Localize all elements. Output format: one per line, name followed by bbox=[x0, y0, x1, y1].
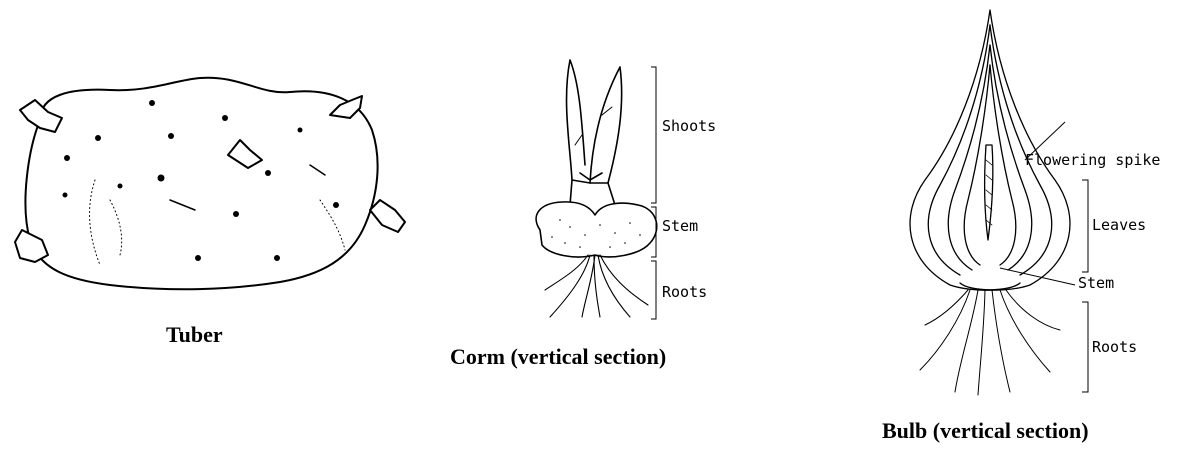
corm-label-shoots: Shoots bbox=[662, 117, 716, 135]
bulb-illustration: Flowering spike Leaves Stem Roots bbox=[860, 0, 1191, 400]
corm-label-roots: Roots bbox=[662, 283, 707, 301]
corm-panel: Shoots Stem Roots Corm (vertical section… bbox=[440, 0, 810, 449]
tuber-caption: Tuber bbox=[166, 322, 223, 348]
bulb-label-roots: Roots bbox=[1092, 338, 1137, 356]
tuber-illustration bbox=[0, 0, 420, 300]
corm-label-stem: Stem bbox=[662, 217, 698, 235]
corm-illustration: Shoots Stem Roots bbox=[490, 55, 820, 385]
tuber-panel: Tuber bbox=[0, 0, 420, 449]
bulb-label-flowering-spike: Flowering spike bbox=[1025, 151, 1160, 169]
bulb-label-leaves: Leaves bbox=[1092, 216, 1146, 234]
corm-caption: Corm (vertical section) bbox=[450, 344, 666, 370]
bulb-label-stem: Stem bbox=[1078, 274, 1114, 292]
bulb-caption: Bulb (vertical section) bbox=[882, 418, 1089, 444]
bulb-panel: Flowering spike Leaves Stem Roots Bulb (… bbox=[860, 0, 1191, 449]
